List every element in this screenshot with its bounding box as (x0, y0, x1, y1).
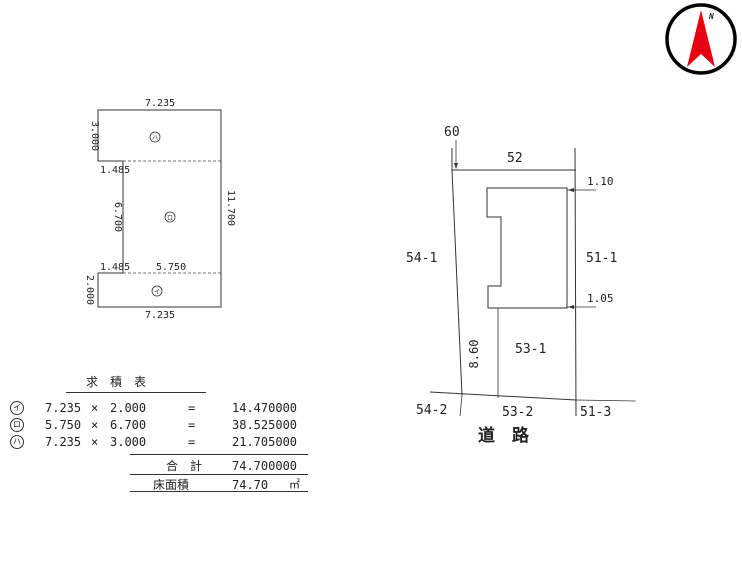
site-plan: 60 52 54-1 51-1 1.10 1.05 8.60 53-1 54-2… (406, 125, 637, 446)
calc-row: ロ 5.750 × 6.700 = 38.525000 (8, 417, 308, 433)
lot-line-right (574, 147, 577, 417)
calc-table-title: 求 積 表 (86, 375, 147, 389)
dim-left-top: 3.000 (89, 121, 100, 151)
area-mark-bottom (151, 285, 163, 297)
row-a: 7.235 (45, 435, 82, 449)
area-label-top: ハ (152, 135, 158, 142)
lot-label-bottom-center: 53-2 (502, 405, 533, 420)
row-op: × (91, 401, 99, 415)
floor-plan: 7.235 3.000 1.485 6.700 11.700 1.485 5.7… (84, 98, 236, 321)
compass: N (665, 3, 737, 75)
row-a: 7.235 (45, 401, 82, 415)
row-eq: = (188, 401, 196, 415)
row-op: × (91, 435, 99, 449)
row-result: 38.525000 (232, 418, 298, 432)
title-underline (66, 392, 206, 393)
road-label: 道 路 (478, 425, 530, 446)
sum-line-middle (130, 474, 308, 475)
dist-vertical: 8.60 (467, 340, 481, 369)
dist-bottom-right: 1.05 (587, 292, 614, 305)
dim-notch-top: 1.485 (100, 165, 130, 176)
row-mark: ロ (10, 418, 24, 432)
compass-north-label: N (708, 12, 714, 21)
lot-label-right: 51-1 (586, 251, 617, 266)
floor-area-label: 床面積 (153, 478, 190, 492)
calc-row: イ 7.235 × 2.000 = 14.470000 (8, 400, 308, 416)
area-mark-top (149, 131, 161, 143)
row-b: 2.000 (110, 401, 147, 415)
dim-arrow-bottom-right-icon (568, 305, 574, 309)
north-arrow-icon (687, 10, 715, 67)
row-b: 6.700 (110, 418, 147, 432)
area-unit: ㎡ (289, 478, 300, 491)
dist-top-right: 1.10 (587, 175, 614, 188)
row-b: 3.000 (110, 435, 147, 449)
row-eq: = (188, 435, 196, 449)
road-edge-line (575, 399, 637, 402)
dim-notch-bottom: 1.485 (100, 262, 130, 273)
dim-inner-bottom: 5.750 (156, 262, 186, 273)
area-mark-middle (164, 211, 176, 223)
dim-top: 7.235 (145, 98, 175, 109)
lot-line-bottom-left (459, 394, 463, 417)
total-value: 74.700000 (232, 459, 298, 473)
dim-middle: 6.700 (112, 202, 123, 232)
lot-line-left (451, 169, 463, 396)
lot-label-left: 54-1 (406, 251, 437, 266)
calc-row: ハ 7.235 × 3.000 = 21.705000 (8, 434, 308, 450)
sum-line-bottom (130, 491, 308, 492)
row-result: 14.470000 (232, 401, 298, 415)
floor-area-row: 床面積 74.70 ㎡ (8, 477, 308, 493)
total-row: 合 計 74.700000 (8, 458, 308, 474)
total-label: 合 計 (166, 459, 203, 473)
row-result: 21.705000 (232, 435, 298, 449)
lot-label-bottom-right: 51-3 (580, 405, 611, 420)
row-a: 5.750 (45, 418, 82, 432)
sum-line-top (130, 454, 308, 455)
lot-label-self: 53-1 (515, 342, 546, 357)
lot-label-top: 52 (507, 151, 523, 166)
area-label-bottom: イ (154, 289, 160, 296)
floor-area-value: 74.70 (232, 478, 269, 492)
floor-outline (97, 109, 222, 308)
dim-arrow-top-right-icon (568, 188, 574, 192)
dim-right: 11.700 (225, 190, 236, 226)
lot-label-bottom-left: 54-2 (416, 403, 447, 418)
building-outline (486, 187, 568, 309)
dim-left-bottom: 2.000 (84, 275, 95, 305)
area-label-middle: ロ (167, 215, 173, 222)
lot-line-bottom (429, 391, 577, 401)
row-mark: イ (10, 401, 24, 415)
row-eq: = (188, 418, 196, 432)
row-mark: ハ (10, 435, 24, 449)
dim-bottom: 7.235 (145, 310, 175, 321)
row-op: × (91, 418, 99, 432)
top-left-arrow-icon (454, 163, 458, 169)
area-calc-table: 求 積 表 イ 7.235 × 2.000 = 14.470000 ロ 5.75… (8, 372, 308, 492)
lot-label-top-left: 60 (444, 125, 460, 140)
